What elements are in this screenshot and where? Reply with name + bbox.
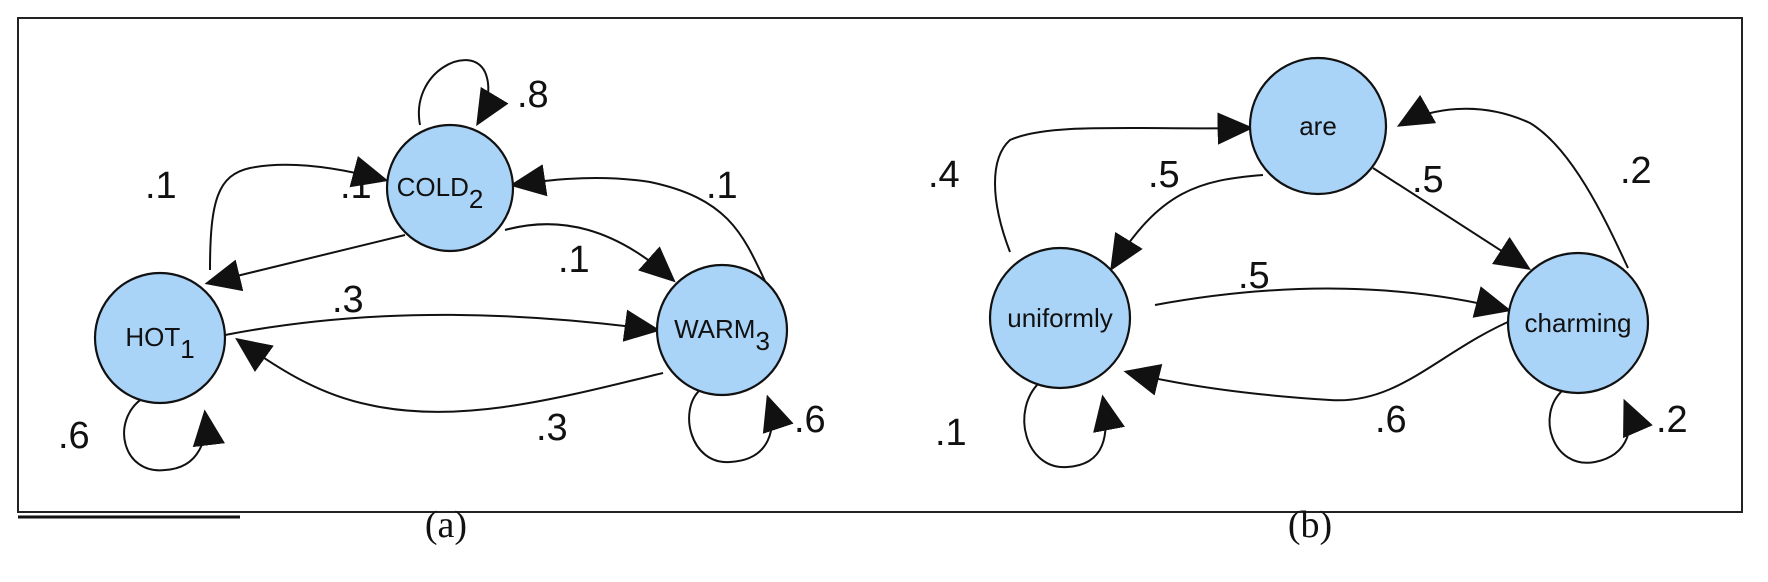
caption-b: (b) — [1288, 504, 1332, 546]
node-warm: WARM3 — [655, 263, 789, 397]
node-warm-label: WARM — [674, 314, 755, 344]
weight-are-to-uniformly: .5 — [1148, 154, 1180, 196]
node-cold-sub: 2 — [469, 184, 483, 214]
svg-text:WARM3: WARM3 — [674, 314, 770, 356]
weight-uniformly-to-charming: .5 — [1238, 255, 1270, 297]
node-hot: HOT1 — [93, 271, 227, 405]
weight-uniformly-to-are: .4 — [928, 154, 960, 196]
edge-are-to-charming — [1372, 167, 1532, 270]
node-uniformly-label: uniformly — [1007, 303, 1112, 333]
node-charming-label: charming — [1525, 308, 1632, 338]
edge-warm-to-hot — [235, 337, 664, 413]
weight-warm-self: .6 — [794, 399, 826, 441]
svg-text:HOT1: HOT1 — [125, 322, 194, 364]
weight-cold-overlap: .1 — [340, 165, 372, 207]
node-hot-sub: 1 — [180, 334, 194, 364]
node-warm-sub: 3 — [755, 326, 769, 356]
weight-warm-to-cold: .1 — [706, 165, 738, 207]
panel-b: are uniformly charming .4 .5 .5 .2 .5 .6… — [928, 56, 1688, 546]
node-are-label: are — [1299, 111, 1337, 141]
edge-charming-to-uniformly — [1123, 317, 1518, 402]
weight-warm-to-hot: .3 — [536, 407, 568, 449]
weight-charming-to-uniformly: .6 — [1375, 399, 1407, 441]
node-are: are — [1248, 56, 1388, 196]
edge-warm-self — [688, 389, 794, 464]
weight-charming-to-are: .2 — [1620, 150, 1652, 192]
edge-charming-to-are — [1396, 94, 1629, 269]
weight-cold-self: .8 — [517, 74, 549, 116]
edge-uniformly-self — [1023, 381, 1125, 469]
edge-charming-self — [1548, 389, 1653, 464]
weight-charming-self: .2 — [1656, 399, 1688, 441]
edge-cold-to-hot — [204, 234, 406, 292]
panel-a: COLD2 HOT1 WARM3 .8 .1 .1 .1 .1 .3 .3 .6… — [58, 59, 826, 546]
weight-hot-self: .6 — [58, 415, 90, 457]
weight-uniformly-self: .1 — [935, 412, 967, 454]
edge-warm-to-cold — [509, 164, 774, 299]
weight-hot-to-cold: .1 — [145, 165, 177, 207]
weight-are-to-charming: .5 — [1412, 159, 1444, 201]
node-charming: charming — [1506, 251, 1650, 395]
figure-frame — [17, 17, 1743, 513]
edge-uniformly-to-are — [994, 112, 1254, 253]
edge-hot-to-cold — [209, 156, 389, 271]
edge-are-to-uniformly — [1110, 174, 1264, 272]
edge-uniformly-to-charming — [1154, 286, 1512, 318]
node-hot-label: HOT — [125, 322, 180, 352]
caption-a: (a) — [425, 504, 467, 546]
edge-cold-to-warm — [504, 223, 676, 283]
edge-hot-to-warm — [224, 309, 661, 342]
edge-hot-self — [123, 397, 225, 472]
weight-hot-to-warm: .3 — [332, 279, 364, 321]
node-cold: COLD2 — [385, 123, 515, 253]
node-cold-label: COLD — [397, 172, 469, 202]
edge-cold-self — [417, 59, 509, 127]
svg-text:COLD2: COLD2 — [397, 172, 484, 214]
node-uniformly: uniformly — [988, 246, 1132, 390]
weight-cold-to-warm: .1 — [558, 239, 590, 281]
